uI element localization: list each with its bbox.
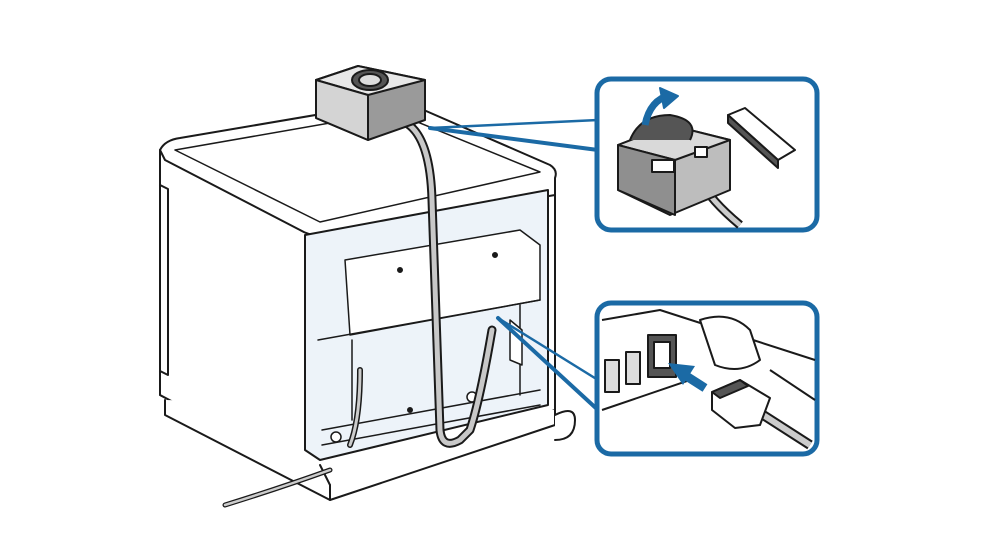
sensor-unit <box>315 65 426 141</box>
callout-lan-port-detail <box>594 300 820 457</box>
callout-sensor-unit-detail <box>594 76 820 233</box>
power-plug <box>319 410 576 486</box>
usb-port-icon <box>651 159 675 173</box>
